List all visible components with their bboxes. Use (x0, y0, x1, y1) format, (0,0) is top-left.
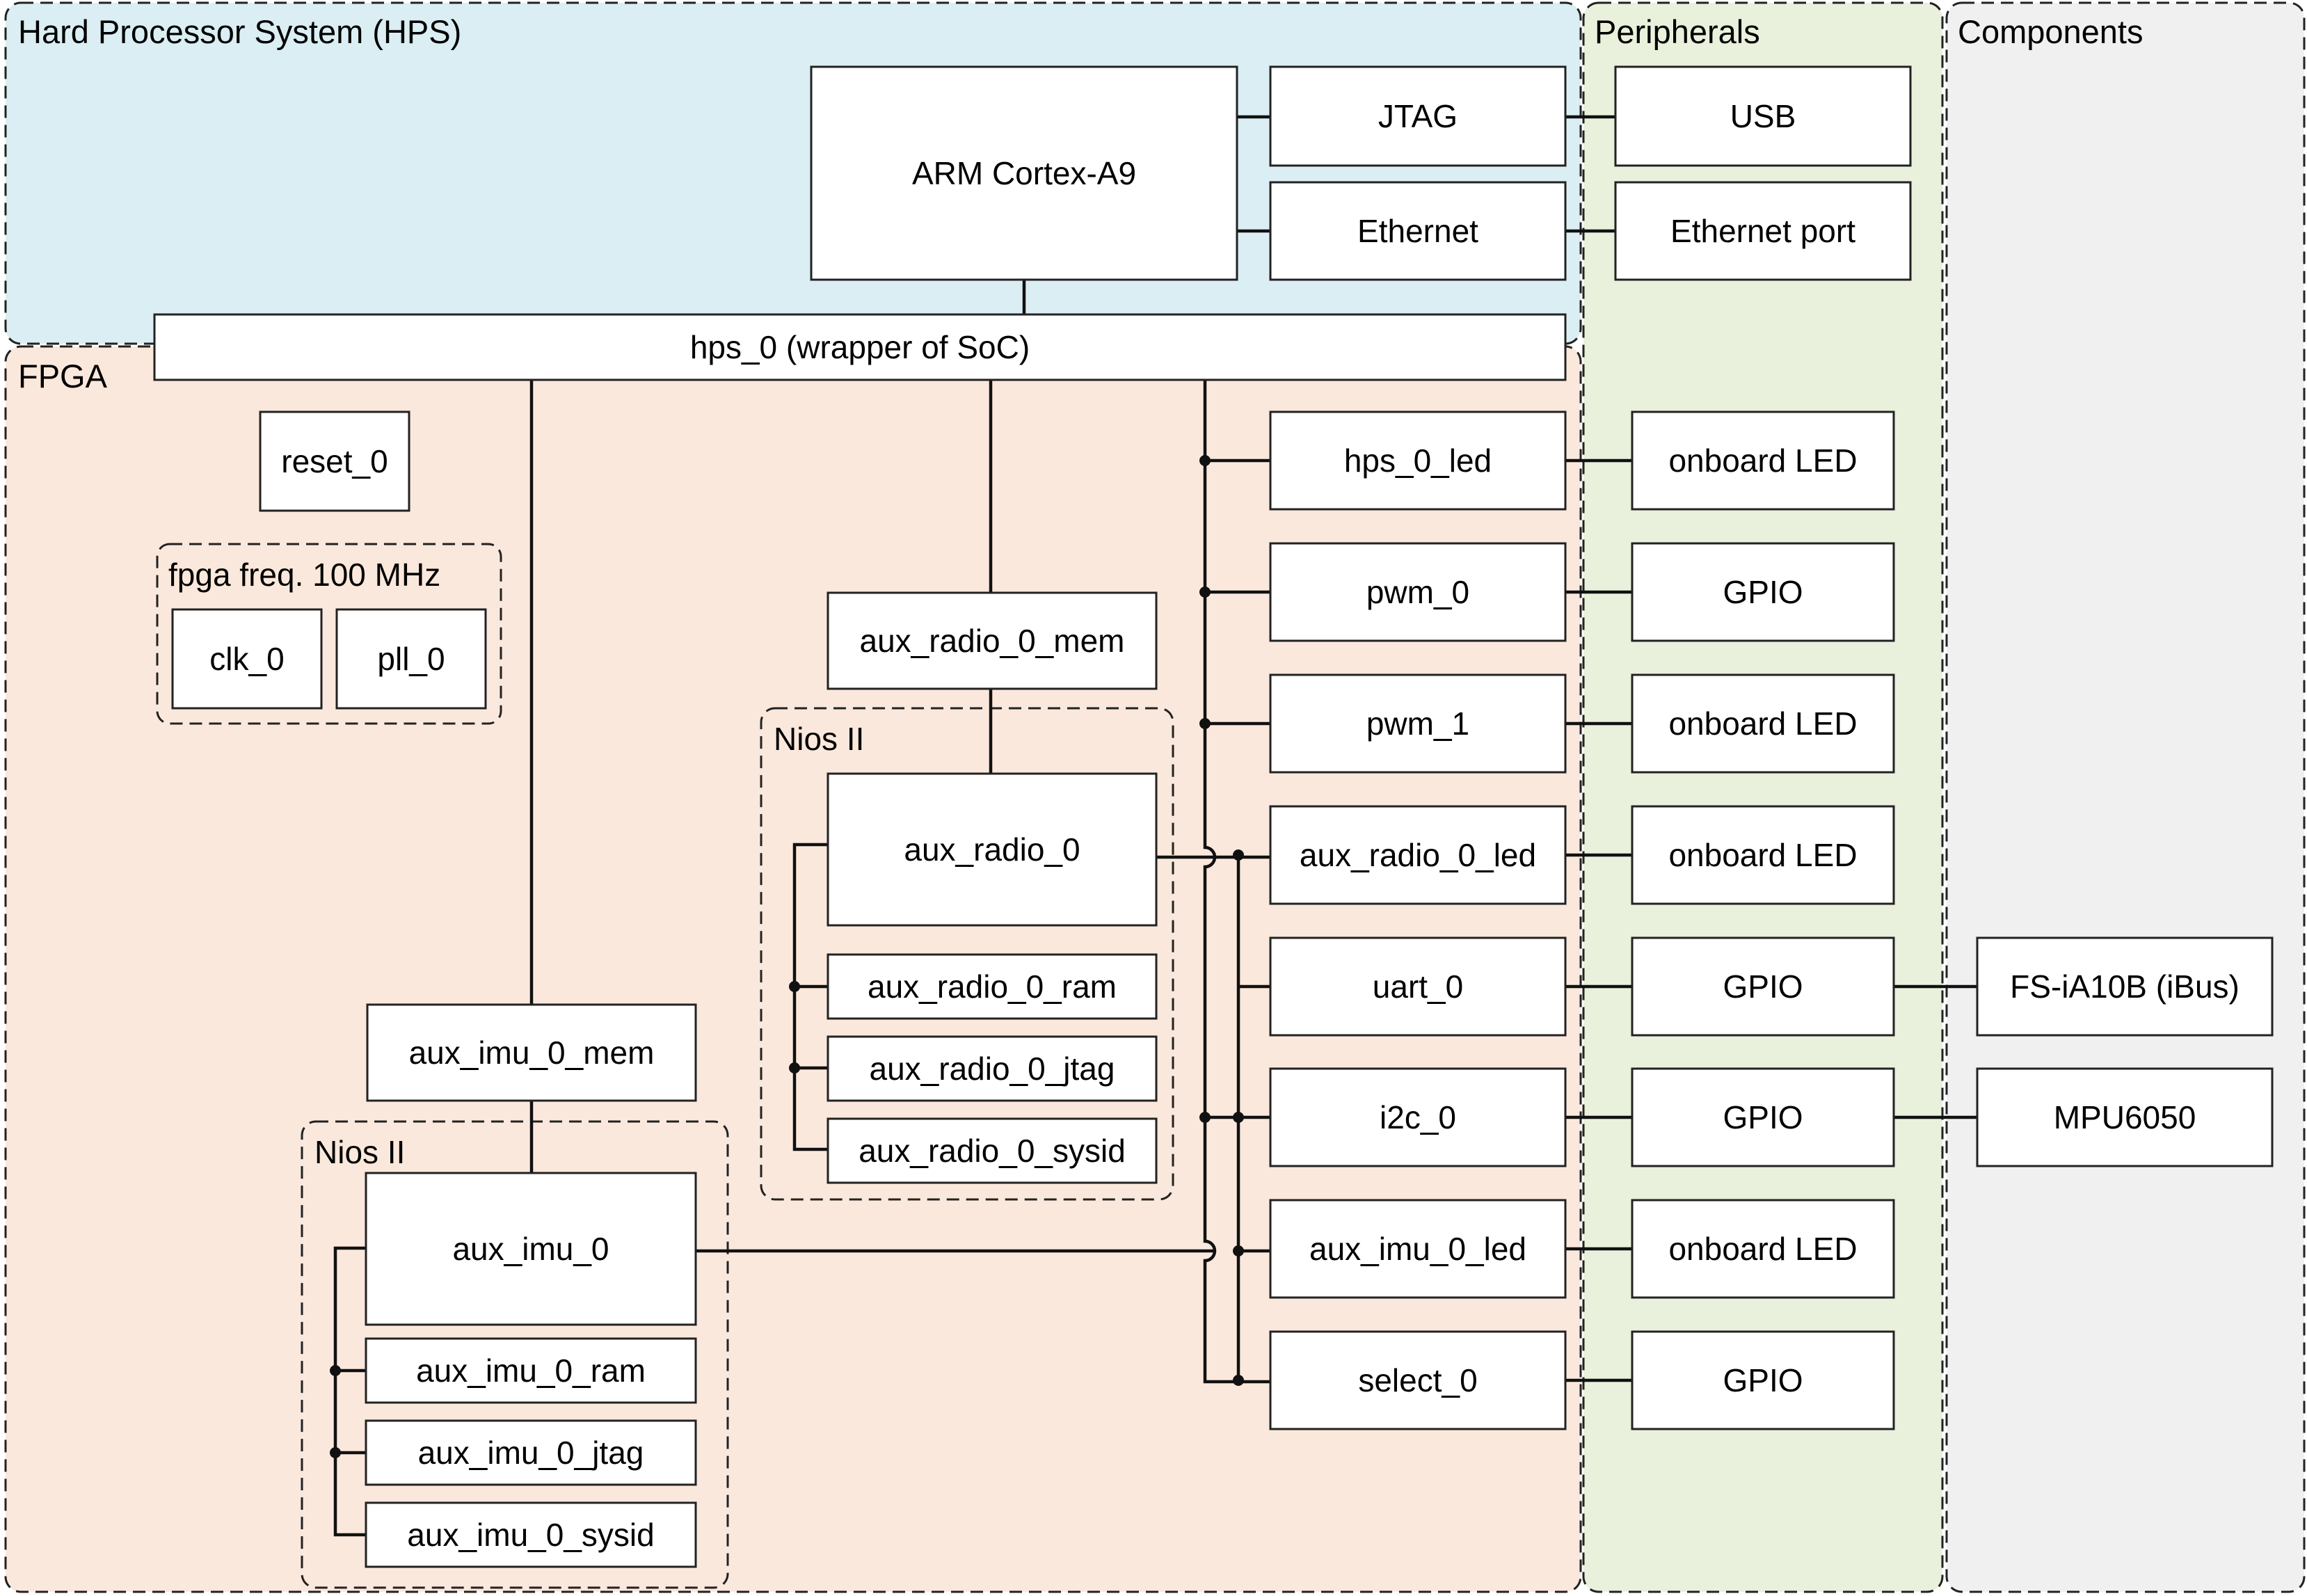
pll-0-block: pll_0 (335, 608, 487, 710)
reset-0-block: reset_0 (259, 410, 410, 512)
gpio-peripheral-2: GPIO (1631, 542, 1895, 642)
svg-text:GPIO: GPIO (1723, 1099, 1803, 1135)
svg-text:uart_0: uart_0 (1373, 968, 1463, 1005)
svg-text:onboard LED: onboard LED (1668, 442, 1857, 479)
hps-0-wrapper-block: hps_0 (wrapper of SoC) (153, 313, 1567, 381)
aux-radio-0-mem-block: aux_radio_0_mem (827, 591, 1158, 690)
nios-ii-radio-group-label: Nios II (774, 721, 864, 757)
aux-radio-0-jtag-block: aux_radio_0_jtag (827, 1035, 1158, 1102)
svg-text:GPIO: GPIO (1723, 1362, 1803, 1398)
i2c-0-block: i2c_0 (1269, 1067, 1567, 1167)
mpu6050-component: MPU6050 (1976, 1067, 2274, 1167)
svg-text:USB: USB (1730, 98, 1796, 134)
hps-region (4, 1, 1582, 345)
fpga-freq-group (156, 543, 502, 725)
svg-text:aux_radio_0_led: aux_radio_0_led (1300, 837, 1536, 873)
gpio-peripheral-8: GPIO (1631, 1330, 1895, 1430)
svg-text:aux_radio_0_sysid: aux_radio_0_sysid (859, 1133, 1126, 1169)
svg-text:aux_imu_0_jtag: aux_imu_0_jtag (418, 1435, 644, 1471)
svg-text:FS-iA10B (iBus): FS-iA10B (iBus) (2010, 968, 2240, 1005)
svg-text:Ethernet: Ethernet (1357, 213, 1478, 249)
svg-text:MPU6050: MPU6050 (2054, 1099, 2196, 1135)
onboard-led-peripheral-3: onboard LED (1631, 673, 1895, 774)
ethernet-block: Ethernet (1269, 181, 1567, 281)
onboard-led-peripheral-1: onboard LED (1631, 410, 1895, 511)
svg-text:onboard LED: onboard LED (1668, 1231, 1857, 1267)
jtag-block: JTAG (1269, 65, 1567, 167)
aux-imu-0-led-block: aux_imu_0_led (1269, 1199, 1567, 1299)
aux-imu-0-block: aux_imu_0 (365, 1172, 697, 1326)
gpio-peripheral-6: GPIO (1631, 1067, 1895, 1167)
svg-text:aux_imu_0: aux_imu_0 (452, 1231, 609, 1267)
hps-region-label: Hard Processor System (HPS) (18, 13, 461, 50)
peripherals-region (1582, 1, 1944, 1593)
uart-0-block: uart_0 (1269, 936, 1567, 1037)
fpga-freq-group-label: fpga freq. 100 MHz (168, 557, 440, 593)
aux-imu-0-mem-block: aux_imu_0_mem (366, 1003, 697, 1102)
fpga-region-label: FPGA (18, 358, 108, 394)
gpio-peripheral-5: GPIO (1631, 936, 1895, 1037)
svg-text:clk_0: clk_0 (209, 641, 284, 677)
onboard-led-peripheral-7: onboard LED (1631, 1199, 1895, 1299)
aux-radio-0-led-block: aux_radio_0_led (1269, 805, 1567, 905)
pwm-0-block: pwm_0 (1269, 542, 1567, 642)
aux-imu-0-sysid-block: aux_imu_0_sysid (365, 1501, 697, 1568)
components-region (1945, 1, 2306, 1593)
select-0-block: select_0 (1269, 1330, 1567, 1430)
svg-text:onboard LED: onboard LED (1668, 705, 1857, 742)
peripherals-region-label: Peripherals (1595, 13, 1760, 50)
svg-text:reset_0: reset_0 (281, 443, 388, 479)
aux-radio-0-ram-block: aux_radio_0_ram (827, 953, 1158, 1020)
svg-text:aux_radio_0_ram: aux_radio_0_ram (868, 968, 1117, 1005)
svg-text:GPIO: GPIO (1723, 574, 1803, 610)
pwm-1-block: pwm_1 (1269, 673, 1567, 774)
svg-text:onboard LED: onboard LED (1668, 837, 1857, 873)
svg-text:ARM Cortex-A9: ARM Cortex-A9 (912, 155, 1136, 191)
hps-0-led-block: hps_0_led (1269, 410, 1567, 511)
svg-text:aux_imu_0_led: aux_imu_0_led (1309, 1231, 1526, 1267)
svg-text:aux_imu_0_ram: aux_imu_0_ram (416, 1352, 646, 1389)
svg-text:aux_radio_0_mem: aux_radio_0_mem (859, 623, 1124, 659)
aux-radio-0-block: aux_radio_0 (827, 772, 1158, 927)
svg-text:aux_radio_0_jtag: aux_radio_0_jtag (870, 1051, 1115, 1087)
arm-cortex-a9-block: ARM Cortex-A9 (810, 65, 1238, 281)
svg-text:GPIO: GPIO (1723, 968, 1803, 1005)
aux-imu-0-ram-block: aux_imu_0_ram (365, 1337, 697, 1404)
nios-ii-imu-group-label: Nios II (314, 1134, 405, 1170)
clk-0-block: clk_0 (171, 608, 323, 710)
svg-text:aux_imu_0_mem: aux_imu_0_mem (409, 1035, 655, 1071)
svg-text:Ethernet port: Ethernet port (1670, 213, 1855, 249)
svg-text:aux_imu_0_sysid: aux_imu_0_sysid (407, 1517, 654, 1553)
usb-block: USB (1614, 65, 1912, 167)
svg-text:aux_radio_0: aux_radio_0 (904, 831, 1080, 868)
svg-text:select_0: select_0 (1358, 1362, 1477, 1398)
fs-ia10b-component: FS-iA10B (iBus) (1976, 936, 2274, 1037)
svg-text:pwm_1: pwm_1 (1366, 705, 1469, 742)
svg-text:hps_0 (wrapper of SoC): hps_0 (wrapper of SoC) (690, 329, 1030, 365)
components-region-label: Components (1958, 13, 2144, 50)
svg-text:pwm_0: pwm_0 (1366, 574, 1469, 610)
svg-text:i2c_0: i2c_0 (1380, 1099, 1456, 1135)
aux-imu-0-jtag-block: aux_imu_0_jtag (365, 1419, 697, 1486)
junction-dots (330, 455, 1244, 1458)
aux-radio-0-sysid-block: aux_radio_0_sysid (827, 1117, 1158, 1184)
ethernet-port-block: Ethernet port (1614, 181, 1912, 281)
nios-ii-imu-group (301, 1120, 729, 1589)
onboard-led-peripheral-4: onboard LED (1631, 805, 1895, 905)
svg-text:pll_0: pll_0 (377, 641, 445, 677)
svg-text:JTAG: JTAG (1378, 98, 1458, 134)
svg-text:hps_0_led: hps_0_led (1344, 442, 1492, 479)
nios-ii-radio-group (760, 707, 1174, 1201)
